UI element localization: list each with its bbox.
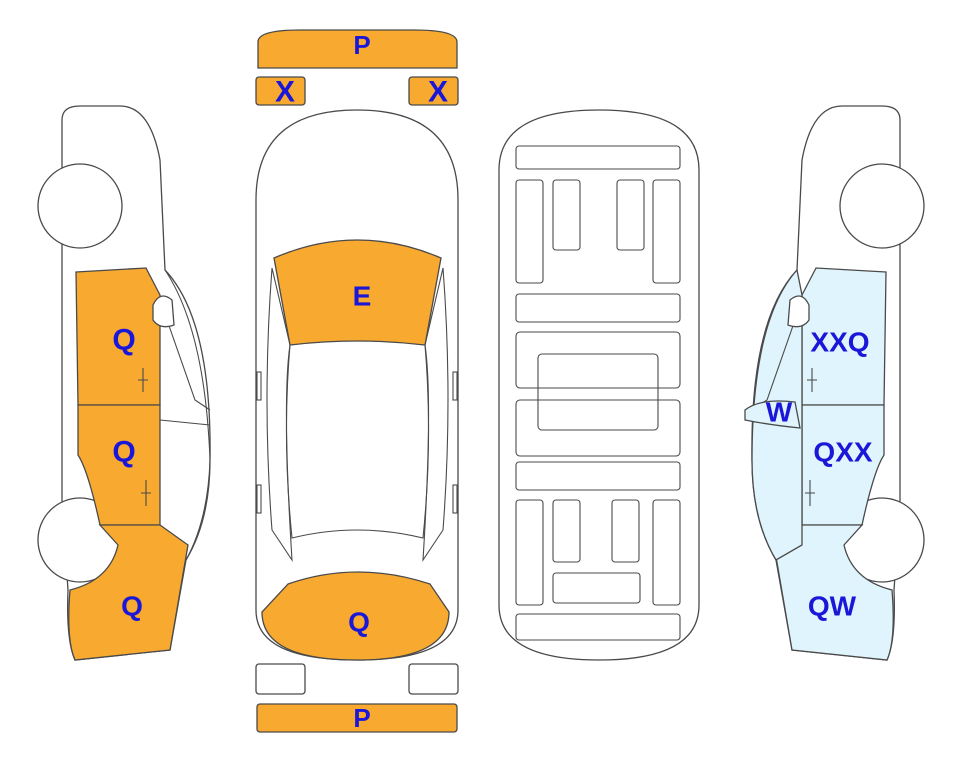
trunk-label: Q — [348, 607, 370, 638]
front-bumper[interactable]: P — [257, 29, 458, 69]
front-bumper-label: P — [353, 30, 370, 60]
right-side-mirror-housing — [787, 295, 810, 328]
taillight-right[interactable] — [408, 663, 459, 695]
trunk-panel[interactable]: Q — [261, 571, 450, 661]
right-front-door-label: XXQ — [810, 327, 869, 358]
rear-bumper-label: P — [353, 703, 370, 733]
car-underbody — [498, 109, 700, 661]
right-rear-door-label: QXX — [813, 437, 872, 468]
headlight-right[interactable]: X — [408, 76, 459, 109]
right-rear-quarter-label: QW — [808, 591, 857, 622]
taillight-left[interactable] — [255, 663, 306, 695]
right-front-door[interactable]: XXQ — [801, 267, 887, 406]
left-rear-quarter-label: Q — [121, 591, 143, 622]
hood-panel[interactable]: E — [273, 239, 442, 346]
right-rear-quarter[interactable]: QW — [773, 524, 894, 661]
headlight-right-label: X — [428, 76, 448, 109]
headlight-left-label: X — [275, 76, 295, 109]
left-front-door[interactable]: Q — [75, 267, 161, 406]
left-rear-door[interactable]: Q — [77, 404, 161, 526]
right-mirror[interactable]: W — [744, 397, 801, 429]
right-mirror-label: W — [766, 397, 793, 428]
left-front-door-label: Q — [112, 324, 135, 357]
left-rear-door-label: Q — [112, 436, 135, 469]
headlight-left[interactable]: X — [255, 76, 306, 109]
hood-label: E — [353, 281, 372, 312]
left-mirror[interactable] — [152, 295, 175, 328]
rear-bumper[interactable]: P — [256, 703, 458, 733]
left-rear-quarter[interactable]: Q — [68, 524, 189, 661]
